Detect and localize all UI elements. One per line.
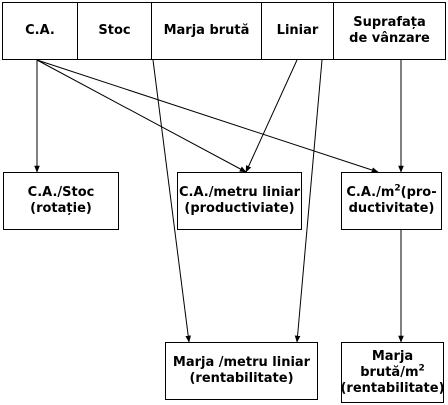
box-productivitate-liniar: C.A./metru liniar (productiviate) (177, 172, 302, 230)
box-rentabilitate-liniar-label: Marja /metru liniar (rentabilitate) (172, 355, 311, 386)
header-label-suprafata: Suprafața de vânzare (349, 15, 430, 46)
box-rentabilitate-mp-text-2: (rentabilitate) (340, 380, 445, 396)
header-label-stoc: Stoc (98, 23, 131, 38)
box-rotatie-label: C.A./Stoc (rotație) (27, 185, 95, 216)
box-rentabilitate-mp-label: Marja brută/m2 (rentabilitate) (340, 349, 444, 397)
arrow-marja-to-rentabilitate-liniar (152, 59, 191, 343)
arrow-ca-to-productivitate-liniar (36, 59, 247, 173)
box-rotatie: C.A./Stoc (rotație) (3, 172, 119, 230)
box-productivitate-liniar-label: C.A./metru liniar (productiviate) (178, 185, 301, 216)
header-label-liniar: Liniar (276, 23, 319, 38)
header-cell-liniar: Liniar (261, 2, 334, 60)
box-productivitate-mp-sup: 2 (394, 183, 401, 194)
header-label-marja-bruta: Marja brută (163, 23, 250, 38)
box-productivitate-mp-text-2: (pro- ductivitate) (348, 185, 437, 216)
header-label-ca: C.A. (25, 23, 55, 38)
box-rentabilitate-mp-sup: 2 (418, 363, 425, 374)
box-rentabilitate-mp-text: Marja brută/m (360, 348, 419, 380)
header-cell-stoc: Stoc (77, 2, 152, 60)
header-cell-ca: C.A. (2, 2, 78, 60)
arrow-ca-to-productivitate-mp (36, 59, 379, 173)
box-productivitate-mp: C.A./m2(pro- ductivitate) (341, 172, 442, 230)
arrow-liniar-to-rentabilitate-liniar (294, 59, 323, 343)
box-rentabilitate-mp: Marja brută/m2 (rentabilitate) (340, 342, 445, 403)
arrow-liniar-to-productivitate-liniar (245, 59, 298, 173)
box-rentabilitate-liniar: Marja /metru liniar (rentabilitate) (165, 342, 318, 400)
header-cell-marja-bruta: Marja brută (151, 2, 262, 60)
header-cell-suprafata: Suprafața de vânzare (333, 2, 446, 60)
box-productivitate-mp-text: C.A./m (346, 185, 395, 200)
box-productivitate-mp-label: C.A./m2(pro- ductivitate) (346, 183, 437, 217)
